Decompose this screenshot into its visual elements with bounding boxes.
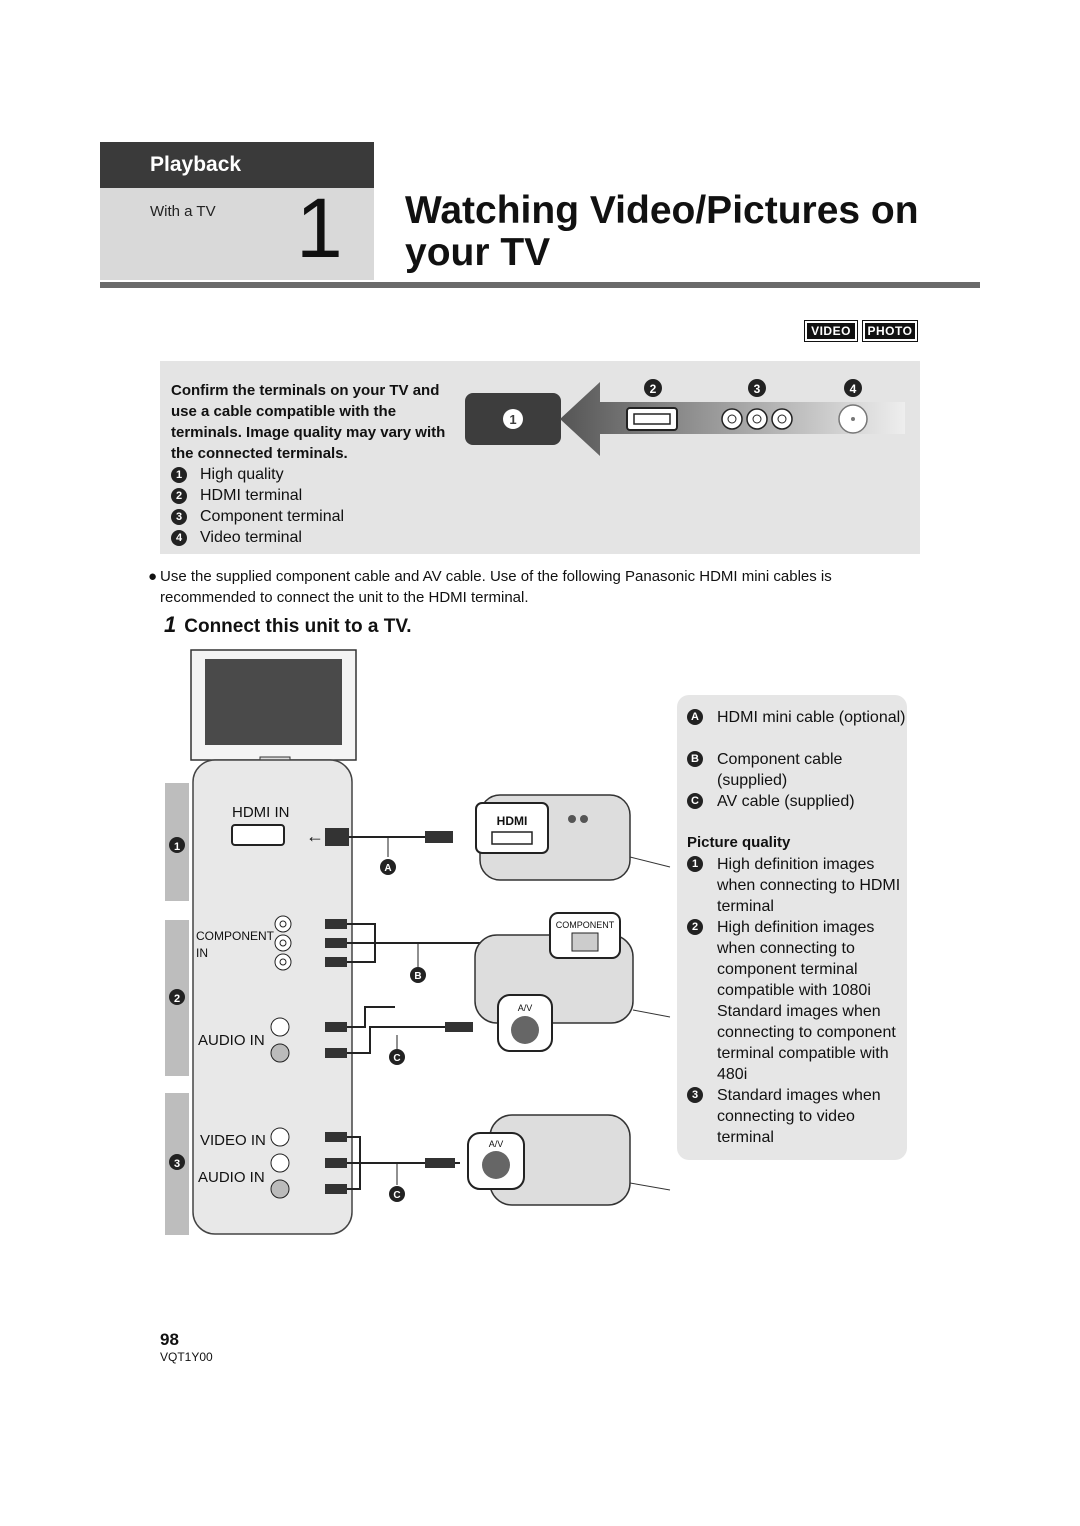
page-title: Watching Video/Pictures on your TV	[405, 190, 919, 274]
bullet-icon: ●	[148, 568, 158, 585]
audio-port-red-icon	[270, 1043, 290, 1063]
camera-hdmi-logo: HDMI	[497, 814, 528, 828]
cable-marker-b-icon: B	[687, 751, 703, 767]
chapter-number: 1	[296, 181, 343, 275]
photo-badge: PHOTO	[862, 320, 918, 342]
section-label: Playback	[150, 153, 242, 176]
row-marker-2: 2	[174, 993, 180, 1005]
audio-in-label-2: AUDIO IN	[198, 1169, 265, 1186]
usage-note: ● Use the supplied component cable and A…	[148, 568, 832, 606]
row-marker-1: 1	[174, 841, 180, 853]
tv-icon	[190, 649, 357, 773]
quality-marker-1-icon	[503, 409, 523, 429]
component-ports-icon	[721, 408, 793, 430]
svg-text:2: 2	[650, 382, 657, 396]
quality-marker-3-icon: 3	[687, 1087, 703, 1103]
camera-av-label-2: A/V	[489, 1139, 504, 1149]
audio-port-white-icon	[270, 1017, 290, 1037]
cable-marker-c2: C	[393, 1190, 400, 1201]
page-title-line2: your TV	[405, 231, 551, 274]
document-code: VQT1Y00	[160, 1350, 213, 1364]
component-in-label: IN	[196, 946, 208, 960]
camera-av-label-1: A/V	[518, 1003, 533, 1013]
hdmi-mini-plug-icon	[425, 831, 453, 843]
svg-text:3: 3	[754, 382, 761, 396]
step-heading: 1 Connect this unit to a TV.	[164, 612, 412, 638]
tv-hdmi-port-icon	[231, 824, 285, 846]
hdmi-plug-icon	[325, 828, 349, 846]
audio-port-red-icon	[270, 1179, 290, 1199]
arrow-left-icon: ←	[306, 826, 324, 846]
quality-marker-1-icon: 1	[687, 856, 703, 872]
step-number: 1	[164, 612, 177, 637]
section-tab: Playback	[100, 142, 374, 188]
connection-diagram: 1 2 3 HDMI IN ← A HDMI COMPONENT IN B	[165, 649, 671, 1235]
page-title-line1: Watching Video/Pictures on	[405, 189, 919, 232]
camera-component-label: COMPONENT	[556, 920, 615, 930]
hdmi-in-label: HDMI IN	[232, 804, 290, 821]
video-in-label: VIDEO IN	[200, 1132, 266, 1149]
picture-quality-heading: Picture quality	[687, 834, 791, 851]
component-label: COMPONENT	[196, 929, 275, 943]
header-rule	[100, 282, 980, 288]
quality-arrow-diagram: 1 2 3 4	[465, 379, 905, 456]
cable-marker-c1: C	[393, 1053, 400, 1064]
quality-marker-1-label: 1	[509, 412, 516, 427]
cable-marker-a: A	[384, 863, 391, 874]
cable-marker-b: B	[414, 971, 421, 982]
marker-1-icon: 1	[171, 466, 187, 483]
marker-4-icon: 4	[171, 529, 187, 546]
page-number: 98	[160, 1330, 179, 1349]
row-marker-3: 3	[174, 1158, 180, 1170]
video-badge: VIDEO	[804, 320, 858, 342]
svg-text:4: 4	[850, 382, 857, 396]
step-text: Connect this unit to a TV.	[184, 616, 412, 637]
marker-2-icon: 2	[171, 487, 187, 504]
cable-legend-panel: A HDMI mini cable (optional) B Component…	[677, 695, 907, 1160]
cable-marker-c-icon: C	[687, 793, 703, 809]
terminals-intro: Confirm the terminals on your TV and use…	[171, 382, 446, 462]
subsection-panel	[100, 188, 374, 280]
camcorder-1-icon: HDMI	[475, 794, 631, 881]
tv-back-panel	[192, 759, 353, 1235]
diagram-markers: 2 3 4	[644, 379, 862, 397]
quality-marker-2-icon: 2	[687, 919, 703, 935]
tv-component-ports-icon	[274, 915, 292, 971]
audio-port-white-icon	[270, 1153, 290, 1173]
marker-3-icon: 3	[171, 508, 187, 525]
camcorder-2-icon: COMPONENT A/V	[474, 912, 634, 1052]
video-port-icon	[270, 1127, 290, 1147]
subsection-label: With a TV	[150, 203, 216, 220]
cable-marker-a-icon: A	[687, 709, 703, 725]
audio-in-label-1: AUDIO IN	[198, 1032, 265, 1049]
camcorder-3-icon: A/V	[467, 1114, 631, 1206]
